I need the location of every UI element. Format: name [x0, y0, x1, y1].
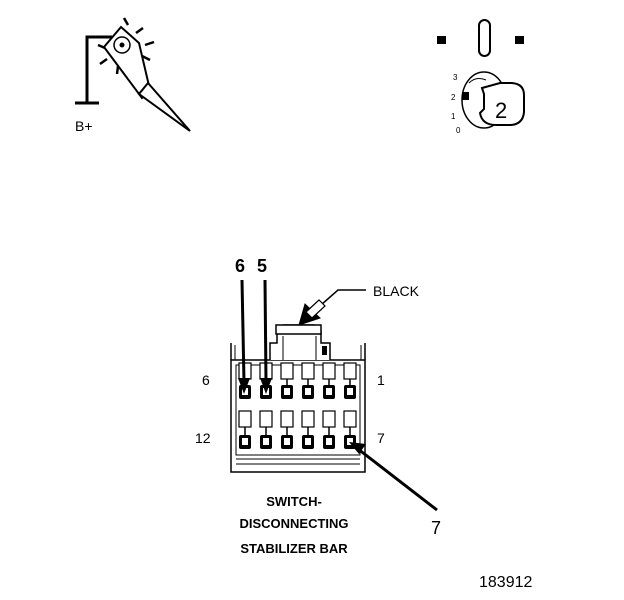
connector-color-label: BLACK: [373, 283, 420, 299]
row-label-bottom-right: 7: [377, 430, 385, 446]
arrow-down-icon: [238, 378, 250, 394]
caption-line-3: STABILIZER BAR: [240, 541, 348, 556]
pin-callout-6: 6: [235, 256, 245, 276]
terminal-right-icon: [515, 36, 524, 44]
pin-1-cavity: [343, 362, 357, 399]
pin-12-cavity: [238, 410, 252, 449]
pin-3-cavity: [301, 362, 315, 399]
caption-line-1: SWITCH-: [266, 494, 322, 509]
connector-latch: [269, 324, 331, 360]
pin-row-top: [238, 362, 357, 399]
ignition-position-2: 2: [451, 93, 456, 102]
pin-11-cavity: [259, 410, 273, 449]
ignition-selected-position: 2: [495, 98, 507, 123]
ignition-switch-symbol: 3 2 1 0 2: [437, 19, 525, 135]
figure-id: 183912: [479, 574, 532, 591]
caption-line-2: DISCONNECTING: [239, 516, 348, 531]
connector: 6 1 12 7: [195, 324, 385, 473]
test-light-probe: B+: [75, 17, 191, 134]
ignition-position-3: 3: [453, 73, 458, 82]
callout-pin-7: 7: [349, 442, 441, 538]
callout-pin-5: 5: [257, 256, 272, 394]
arrow-up-left-icon: [349, 442, 366, 454]
row-label-bottom-left: 12: [195, 430, 211, 446]
b-plus-label: B+: [75, 118, 93, 134]
key-icon: [478, 82, 525, 126]
ignition-position-1: 1: [451, 112, 456, 121]
pin-7-cavity: [343, 410, 357, 449]
component-caption: SWITCH- DISCONNECTING STABILIZER BAR: [239, 494, 348, 556]
pin-4-cavity: [280, 362, 294, 399]
pin-9-cavity: [301, 410, 315, 449]
pin-10-cavity: [280, 410, 294, 449]
light-rays-icon: [97, 17, 155, 75]
callout-pin-6: 6: [235, 256, 250, 394]
pin-8-cavity: [322, 410, 336, 449]
fuse-slot-icon: [478, 19, 491, 57]
row-label-top-right: 1: [377, 372, 385, 388]
row-label-top-left: 6: [202, 372, 210, 388]
arrow-down-icon: [260, 378, 272, 394]
terminal-left-icon: [437, 36, 446, 44]
callout-black: BLACK: [298, 283, 420, 326]
pin-callout-5: 5: [257, 256, 267, 276]
pin-callout-7: 7: [431, 518, 441, 538]
pin-2-cavity: [322, 362, 336, 399]
pin-row-bottom: [238, 410, 357, 449]
ignition-position-0: 0: [456, 126, 461, 135]
